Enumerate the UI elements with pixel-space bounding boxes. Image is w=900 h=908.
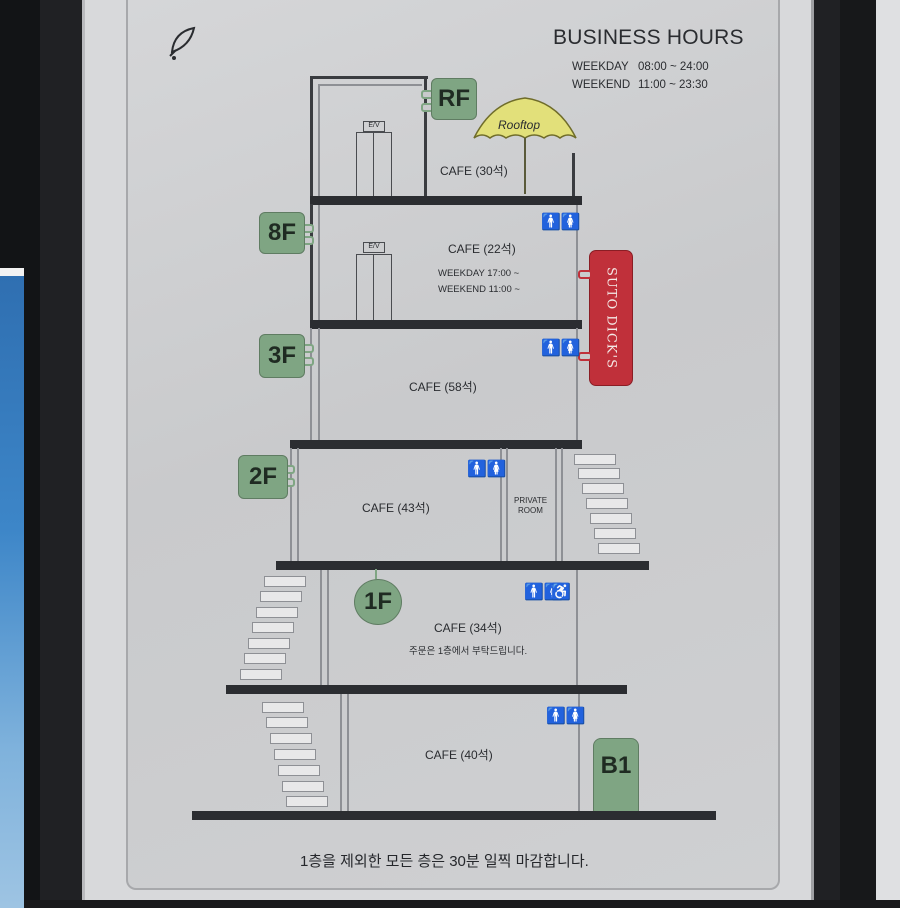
- left-poster: [0, 268, 24, 908]
- stair-step: [244, 653, 286, 664]
- rf-elevator: [356, 132, 392, 199]
- rf-right-wall: [424, 76, 427, 201]
- f1-cafe-label: CAFE (34석): [434, 621, 502, 635]
- stair-step: [240, 669, 282, 680]
- rf-left-wall: [310, 76, 313, 201]
- f3-floor-sign: 3F: [259, 334, 305, 378]
- rooftop-umbrella-icon: [473, 97, 577, 194]
- restroom-icon: 🚹🚺: [541, 214, 581, 231]
- b1-floor-sign: B1: [593, 738, 639, 818]
- rf-ev-label: E/V: [363, 121, 385, 132]
- rf-cafe-label: CAFE (30석): [440, 164, 508, 178]
- f2-left-wall: [290, 448, 292, 563]
- f8-weekend-hours: WEEKEND 11:00 ~: [438, 284, 520, 295]
- red-sign-hook-top: [578, 270, 592, 279]
- b1-left-wall: [340, 694, 342, 812]
- rf-elevator-split: [373, 132, 374, 198]
- stair-step: [286, 796, 328, 807]
- f3-right-wall: [576, 328, 578, 440]
- weekday-hours: 08:00 ~ 24:00: [638, 61, 709, 73]
- stair-step: [574, 454, 616, 465]
- stair-step: [282, 781, 324, 792]
- f1-inner-wall: [327, 570, 329, 688]
- f8-left-wall: [310, 204, 313, 326]
- rf-floor-sign: RF: [431, 78, 477, 120]
- floor-slab-1f: [226, 685, 627, 694]
- floor-slab-2f: [276, 561, 649, 570]
- stair-step: [586, 498, 628, 509]
- restroom-icon: 🚹🚺: [541, 340, 581, 357]
- b1-cafe-label: CAFE (40석): [425, 748, 493, 762]
- wheelchair-icon: ♿: [551, 584, 571, 601]
- restroom-icon: 🚹🚺: [524, 584, 564, 601]
- f2-private-left-wall: [500, 448, 502, 563]
- stair-step: [256, 607, 298, 618]
- f1-floor-sign: 1F: [354, 579, 402, 625]
- weekend-label: WEEKEND: [572, 79, 631, 91]
- stair-step: [264, 576, 306, 587]
- rf-inner-wall: [318, 84, 320, 199]
- floor-slab-3f: [290, 440, 582, 449]
- f1-sign-hanger: [375, 569, 377, 579]
- closing-note: 1층을 제외한 모든 층은 30분 일찍 마감합니다.: [300, 853, 589, 870]
- private-room-line1: PRIVATE: [514, 496, 548, 505]
- floor-slab-rf: [310, 196, 582, 205]
- stair-step: [594, 528, 636, 539]
- stair-step: [252, 622, 294, 633]
- stair-step: [598, 543, 640, 554]
- private-room-line2: ROOM: [518, 506, 543, 515]
- f2-right-wall: [561, 448, 563, 563]
- f8-elevator-split: [373, 254, 374, 321]
- rf-roof-line: [310, 76, 428, 79]
- rocket-logo-icon: [169, 26, 196, 60]
- f1-left-wall: [320, 570, 322, 688]
- f3-inner-wall: [318, 328, 320, 440]
- f2-cafe-label: CAFE (43석): [362, 501, 430, 515]
- stair-step: [270, 733, 312, 744]
- f2-inner-wall: [297, 448, 299, 563]
- rooftop-label: Rooftop: [498, 118, 541, 132]
- weekday-label: WEEKDAY: [572, 61, 629, 73]
- f8-weekday-hours: WEEKDAY 17:00 ~: [438, 268, 520, 279]
- f8-inner-wall: [318, 205, 320, 323]
- f2-private-inner-wall: [506, 448, 508, 563]
- f1-order-note: 주문은 1층에서 부탁드립니다.: [409, 646, 528, 657]
- f8-ev-label: E/V: [363, 242, 385, 253]
- stair-step: [582, 483, 624, 494]
- stair-step: [266, 717, 308, 728]
- f8-right-wall: [576, 205, 578, 323]
- stair-step: [262, 702, 304, 713]
- suto-dicks-sign-text: SUTO DICK'S: [603, 266, 619, 370]
- restroom-icon: 🚹🚺: [467, 461, 507, 478]
- rf-inner-roof: [318, 84, 422, 86]
- red-sign-hook-bottom: [578, 352, 592, 361]
- f3-cafe-label: CAFE (58석): [409, 380, 477, 394]
- business-hours-title: BUSINESS HOURS: [553, 26, 744, 49]
- ground-slab: [192, 811, 716, 820]
- weekend-hours: 11:00 ~ 23:30: [638, 79, 708, 91]
- restroom-icon: 🚹🚺: [546, 708, 586, 725]
- stair-step: [578, 468, 620, 479]
- rf-terrace-wall: [572, 153, 575, 201]
- stair-step: [278, 765, 320, 776]
- stair-step: [260, 591, 302, 602]
- suto-dicks-sign: SUTO DICK'S: [589, 250, 633, 386]
- b1-inner-wall: [347, 694, 349, 812]
- f8-elevator: [356, 254, 392, 322]
- stair-step: [248, 638, 290, 649]
- stair-step: [274, 749, 316, 760]
- f1-right-wall: [576, 570, 578, 688]
- f2-private-right-wall: [555, 448, 557, 563]
- floor-slab-8f: [310, 320, 582, 329]
- f8-floor-sign: 8F: [259, 212, 305, 254]
- b1-right-wall: [578, 694, 580, 812]
- f8-cafe-label: CAFE (22석): [448, 242, 516, 256]
- f2-floor-sign: 2F: [238, 455, 288, 499]
- right-strip: [876, 0, 900, 900]
- stair-step: [590, 513, 632, 524]
- f3-left-wall: [310, 328, 312, 440]
